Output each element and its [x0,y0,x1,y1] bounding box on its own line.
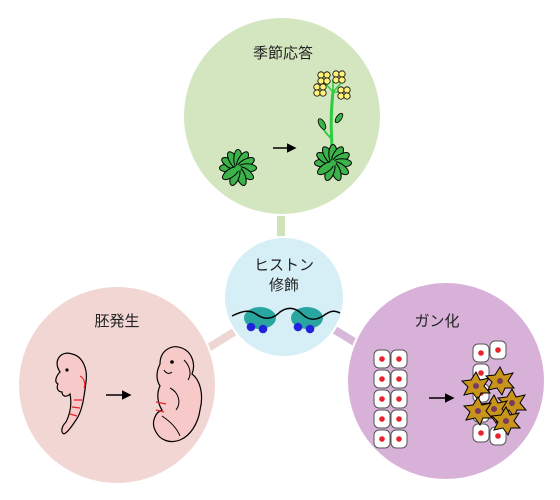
plant-flowering-icon [313,70,352,182]
fetus-icon [152,346,203,443]
node-embryogenesis: 胚発生 [17,285,217,485]
node-oncogenesis: ガン化 [346,281,546,481]
nucleosome-icon [231,307,341,334]
embryo-icon [55,352,87,435]
node-oncogenesis-label: ガン化 [414,312,459,330]
node-histone-modification-label-line1: ヒストン [254,256,314,274]
node-seasonal-response-label: 季節応答 [253,44,313,62]
node-embryogenesis-label: 胚発生 [94,312,139,330]
node-seasonal-response: 季節応答 [182,16,382,216]
node-histone-modification-circle [223,236,345,358]
node-histone-modification: ヒストン 修飾 [223,236,345,358]
connector-top [277,205,285,265]
node-histone-modification-label-line2: 修飾 [269,276,299,294]
